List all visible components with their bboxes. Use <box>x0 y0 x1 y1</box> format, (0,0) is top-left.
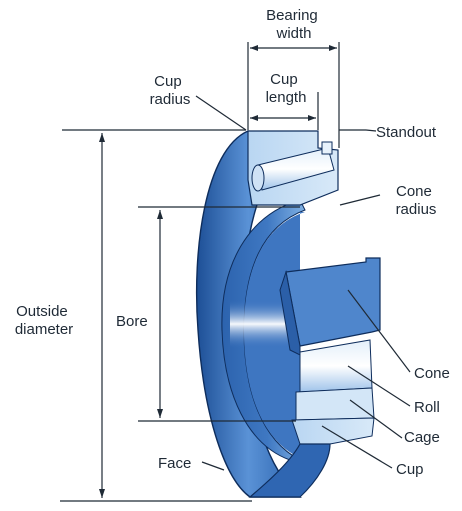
cage <box>296 388 374 420</box>
roller-top-end <box>252 165 264 191</box>
label-cone-radius: Cone radius <box>396 183 437 218</box>
cone-lip-top <box>322 142 332 154</box>
label-cone: Cone <box>414 365 450 382</box>
label-cup-length: Cup length <box>266 71 307 106</box>
cup-section-bottom <box>292 418 374 444</box>
label-standout: Standout <box>376 124 437 141</box>
cone-section <box>286 258 380 346</box>
label-bearing-width: Bearing width <box>266 7 322 42</box>
roller-bottom <box>300 340 372 392</box>
bearing-artwork <box>197 131 380 497</box>
label-outside-diameter: Outside diameter <box>15 303 73 338</box>
label-cup-radius: Cup radius <box>150 73 191 108</box>
label-roll: Roll <box>414 399 440 416</box>
label-face: Face <box>158 455 191 472</box>
label-bore: Bore <box>116 313 148 330</box>
label-cup: Cup <box>396 461 424 478</box>
label-cage: Cage <box>404 429 440 446</box>
